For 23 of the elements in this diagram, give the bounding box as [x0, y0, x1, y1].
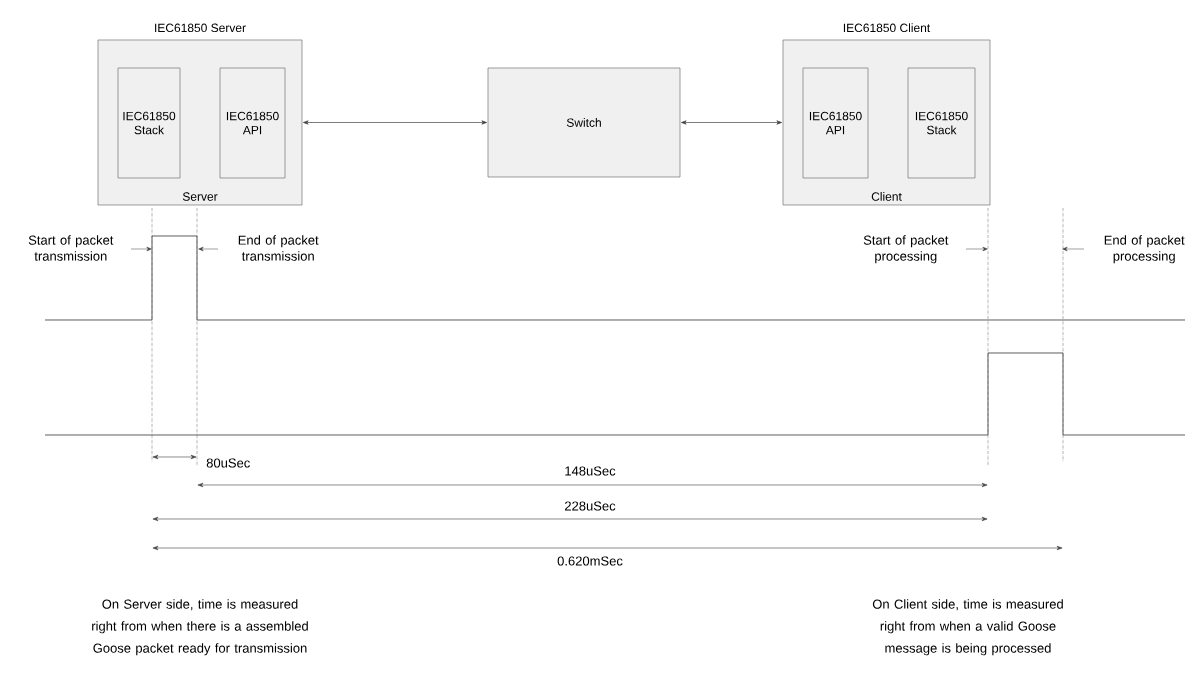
dimension-label: 228uSec — [563, 500, 617, 512]
dimension-label: 148uSec — [563, 465, 617, 477]
note-text: On Client side, time is measured right from when a valid Goose message is being processed — [872, 599, 1063, 656]
annotation-text: End of packet transmission — [238, 235, 319, 261]
note-text: On Server side, time is measured right from when there is a assembled Goose packet ready for transmission — [92, 599, 308, 656]
component-box: IEC61850 API — [802, 67, 869, 179]
node-label: IEC61850 Client — [843, 23, 931, 33]
dimension-label: 0.620mSec — [556, 555, 624, 567]
leader-arrow — [130, 246, 152, 252]
component-box: IEC61850 Stack — [907, 67, 976, 179]
connector-arrow — [303, 120, 487, 125]
component-box: IEC61850 Stack — [117, 67, 181, 179]
annotation-text: Start of packet processing — [863, 235, 949, 264]
leader-arrow — [965, 246, 988, 252]
dimension-label: 80uSec — [205, 457, 252, 469]
connector-arrow — [681, 120, 782, 125]
switch-box: Switch — [487, 67, 681, 178]
annotation-text: End of packet processing — [1104, 235, 1185, 264]
component-box: IEC61850 API — [219, 67, 286, 179]
leader-arrow — [1062, 246, 1085, 252]
node-label: IEC61850 Server — [155, 23, 246, 33]
annotation-text: Start of packet transmission — [28, 235, 114, 261]
leader-arrow — [198, 246, 219, 252]
